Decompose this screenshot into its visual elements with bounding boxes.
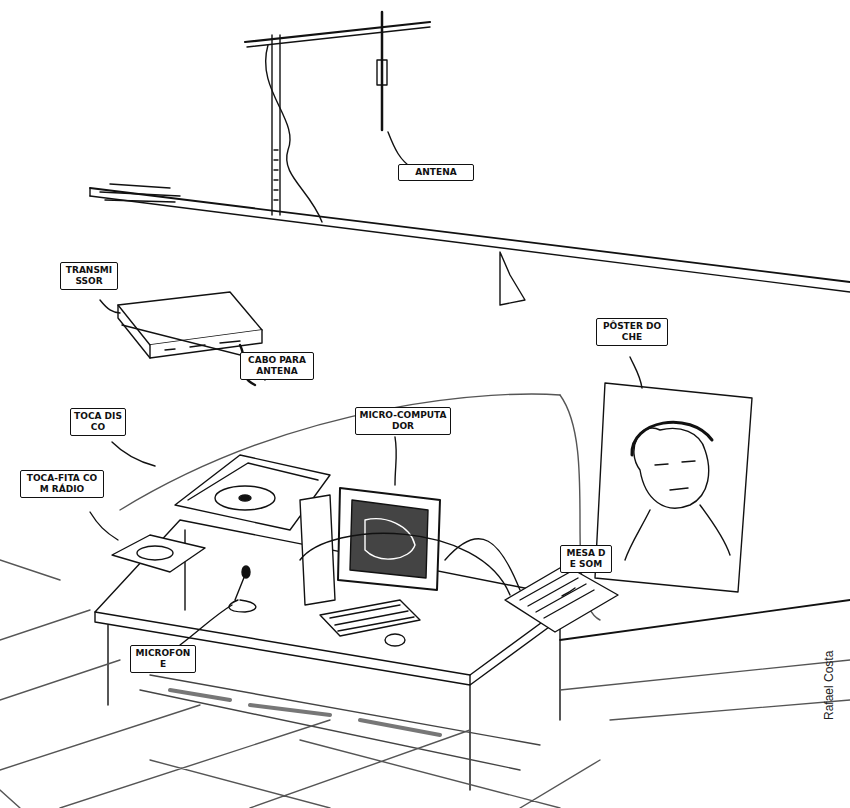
keyboard <box>320 600 420 636</box>
leader-line <box>100 300 120 313</box>
callout-label: MICRO-COMPUTADOR <box>359 410 447 432</box>
antenna-element <box>377 60 387 85</box>
credit: Rafael Costa <box>822 651 836 720</box>
under-shelf <box>140 675 540 770</box>
callout-box: TOCA-FITA COM RÁDIO <box>20 470 104 498</box>
mast-ticks <box>274 150 278 200</box>
leader-line <box>180 605 232 645</box>
poster-beret <box>632 422 712 455</box>
turntable-lid <box>188 463 318 500</box>
record-center <box>239 495 251 501</box>
callout-box: MICRO-COMPUTADOR <box>355 407 451 435</box>
callout-label: TOCA DISCO <box>74 411 122 433</box>
tape-window <box>137 546 173 560</box>
floor-tiles <box>0 560 850 808</box>
callout-box: TRANSMISSOR <box>60 262 118 290</box>
roof-hatch <box>90 184 180 202</box>
microphone-head <box>242 566 250 578</box>
callout-label: MESA DE SOM <box>564 548 608 570</box>
leader-line <box>388 132 412 168</box>
callout-box: MICROFONE <box>130 645 196 673</box>
leader-line <box>112 442 155 466</box>
screen <box>350 500 428 578</box>
tape-deck <box>112 535 205 572</box>
callout-box: CABO PARA ANTENA <box>240 352 314 380</box>
callout-label: TRANSMISSOR <box>64 265 114 287</box>
antenna-boom <box>245 22 430 42</box>
callout-box: TOCA DISCO <box>70 408 126 436</box>
mixer-faders <box>520 572 594 618</box>
antenna-dipole <box>381 12 384 130</box>
poster-shoulders <box>625 505 730 560</box>
leader-line <box>395 437 396 485</box>
leader-line <box>562 588 575 596</box>
wall-base <box>560 600 850 640</box>
record <box>215 486 275 510</box>
antenna-mast <box>271 35 272 215</box>
poster-face <box>634 428 709 508</box>
antenna-mast <box>279 35 280 215</box>
mouse <box>385 634 405 646</box>
callout-box: PÔSTER DO CHE <box>596 318 668 346</box>
screen-image <box>365 519 415 559</box>
microphone <box>229 575 256 612</box>
callout-label: CABO PARA ANTENA <box>244 355 310 377</box>
antenna-cable <box>266 45 322 222</box>
antenna-boom <box>247 27 430 47</box>
mixer <box>505 565 618 632</box>
poster <box>595 383 752 592</box>
poster-features <box>655 461 695 490</box>
monitor <box>338 488 440 590</box>
pc-tower <box>300 495 335 605</box>
keys <box>330 605 414 631</box>
roof-edge <box>90 188 850 282</box>
callout-box: MESA DE SOM <box>560 545 612 573</box>
callout-label: TOCA-FITA COM RÁDIO <box>24 473 100 495</box>
table-edge <box>95 598 575 685</box>
roof-edge <box>90 196 850 292</box>
leader-line <box>90 512 118 540</box>
leader-line <box>630 357 642 388</box>
callout-box: ANTENA <box>398 164 474 181</box>
callout-label: ANTENA <box>402 167 470 178</box>
callout-label: MICROFONE <box>134 648 192 670</box>
cables <box>300 533 520 595</box>
callout-label: PÔSTER DO CHE <box>600 321 664 343</box>
lamp <box>500 252 525 305</box>
